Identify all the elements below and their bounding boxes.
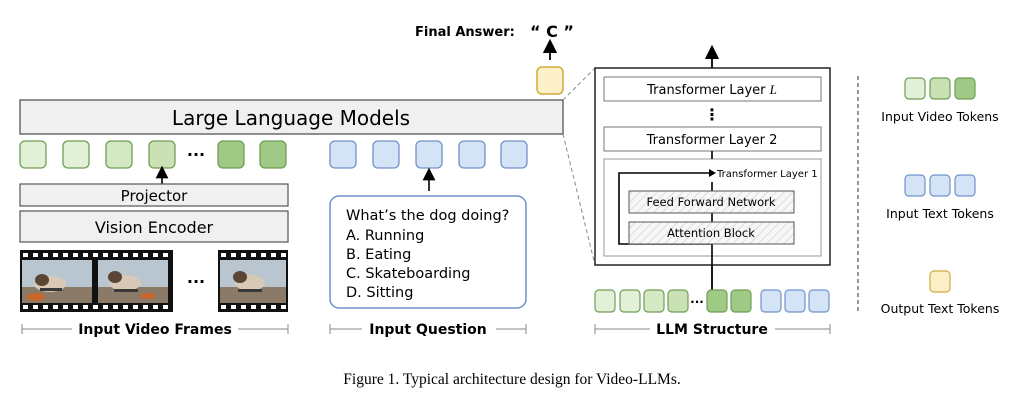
dog-frame-image <box>22 260 92 303</box>
residual-arrowhead <box>709 169 716 177</box>
video-token <box>619 289 641 313</box>
text-token <box>458 140 486 169</box>
llm-box <box>19 99 564 135</box>
attention-box <box>628 221 795 245</box>
figure-caption: Figure 1. Typical architecture design fo… <box>343 371 680 388</box>
final-answer-label: Final Answer: <box>415 25 515 40</box>
llm-section-label: LLM Structure <box>656 322 768 338</box>
llm-token-ellipsis: ··· <box>690 295 704 309</box>
llm-token-row <box>594 289 830 313</box>
output-token <box>536 66 564 95</box>
question-text: What’s the dog doing? <box>346 208 509 224</box>
text-token <box>500 140 528 169</box>
video-token <box>643 289 665 313</box>
option-d: D. Sitting <box>346 285 413 301</box>
question-section-bracket <box>329 324 527 334</box>
final-answer-value: “ C ” <box>530 22 574 41</box>
projector-box <box>19 183 289 207</box>
option-c: C. Skateboarding <box>346 266 470 282</box>
legend-video-swatch <box>904 77 976 100</box>
video-token <box>259 140 287 169</box>
video-token <box>148 140 176 169</box>
video-token <box>217 140 245 169</box>
video-section-bracket <box>21 324 289 334</box>
llm-section-bracket <box>594 324 831 334</box>
zoom-line-bottom <box>562 133 596 266</box>
vision-encoder-label: Vision Encoder <box>95 218 214 237</box>
question-section-label: Input Question <box>369 322 487 338</box>
transformer-layer-L-label: Transformer Layer L <box>646 82 777 98</box>
video-token <box>730 289 752 313</box>
video-token-ellipsis: ··· <box>187 145 205 164</box>
zoom-line-top <box>562 67 596 101</box>
legend-output-swatch <box>929 270 951 293</box>
dog-frame-image <box>220 260 286 303</box>
frame-ellipsis: ··· <box>187 272 205 291</box>
transformer-layer-1-label: Transformer Layer 1 <box>716 169 818 180</box>
feed-forward-box <box>628 190 795 214</box>
text-token <box>415 140 443 169</box>
text-token <box>760 289 782 313</box>
vision-encoder-box <box>19 210 289 243</box>
layer-vdots: ⋮ <box>704 105 720 124</box>
video-token-row <box>19 140 287 169</box>
video-token <box>19 140 47 169</box>
video-section-label: Input Video Frames <box>78 322 232 338</box>
question-box <box>329 195 527 309</box>
attention-label: Attention Block <box>667 226 755 240</box>
llm-title: Large Language Models <box>172 106 410 130</box>
legend-text-swatch <box>904 174 976 197</box>
text-token <box>372 140 400 169</box>
dog-frame-image <box>98 260 168 303</box>
legend-text-label: Input Text Tokens <box>886 206 994 221</box>
legend-output-label: Output Text Tokens <box>881 301 1000 316</box>
feed-forward-label: Feed Forward Network <box>646 195 775 209</box>
video-token <box>105 140 133 169</box>
video-token <box>667 289 689 313</box>
projector-label: Projector <box>121 187 188 205</box>
text-token-row <box>329 140 528 169</box>
transformer-layer-L <box>603 76 822 102</box>
legend-video-label: Input Video Tokens <box>881 109 998 124</box>
option-b: B. Eating <box>346 247 411 263</box>
video-token <box>594 289 616 313</box>
transformer-layer-2-label: Transformer Layer 2 <box>646 133 778 148</box>
option-a: A. Running <box>346 228 424 244</box>
video-token <box>706 289 728 313</box>
text-token <box>329 140 357 169</box>
text-token <box>784 289 806 313</box>
video-token <box>62 140 90 169</box>
text-token <box>808 289 830 313</box>
